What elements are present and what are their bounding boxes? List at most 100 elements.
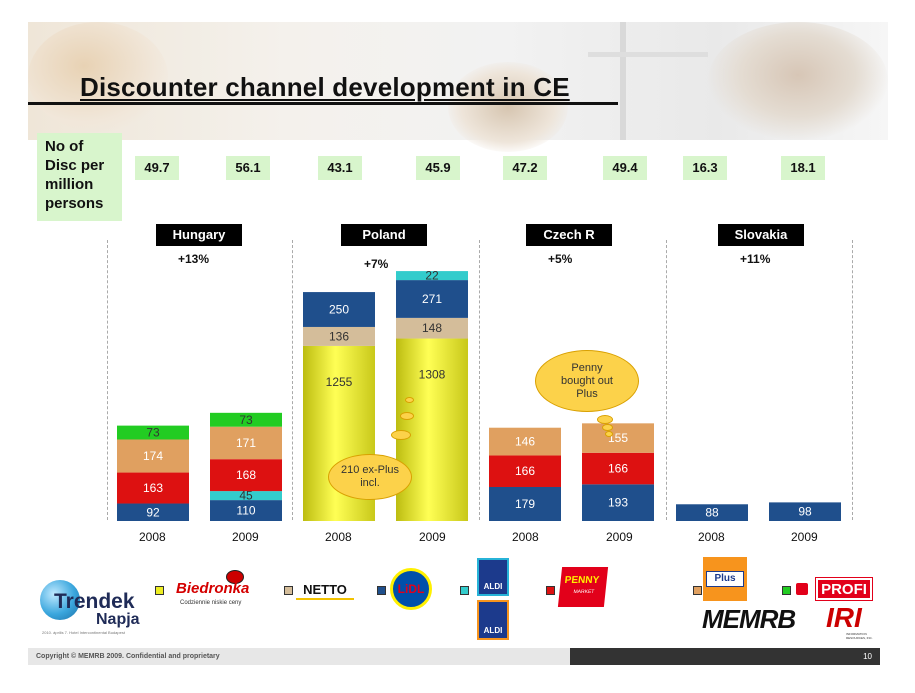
bar-label-6-0: 88 <box>705 506 719 520</box>
bar-segment-3-2 <box>396 280 468 318</box>
biedronka-logo-name: Biedronka <box>176 580 250 597</box>
header-photo-person-center <box>448 62 568 152</box>
country-label-slovakia: Slovakia <box>718 224 804 246</box>
bar-segment-3-0 <box>396 338 468 521</box>
bar-segment-5-1 <box>582 452 654 485</box>
bar-segment-3-3 <box>396 271 468 281</box>
bar-label-1-0: 110 <box>236 504 255 518</box>
year-label-slovakia-2008: 2008 <box>698 530 725 544</box>
footer-copyright: Copyright © MEMRB 2009. Confidential and… <box>28 648 570 665</box>
growth-czech: +5% <box>548 252 573 266</box>
bar-label-3-3: 22 <box>425 269 439 283</box>
growth-hungary: +13% <box>178 252 210 266</box>
annotation-cloud-poland-tail-2 <box>400 412 414 420</box>
bar-segment-3-1 <box>396 317 468 339</box>
aldi-logo-bottom: ALDI <box>477 600 509 640</box>
disc-value-slovakia-2008: 16.3 <box>683 156 727 180</box>
bar-segment-6-0 <box>676 504 748 521</box>
year-label-hungary-2008: 2008 <box>139 530 166 544</box>
plus-logo: Plus <box>703 557 747 601</box>
bar-label-3-0: 1308 <box>419 368 446 382</box>
bar-segment-4-2 <box>489 427 561 456</box>
biedronka-logo-tagline: Codziennie niskie ceny <box>180 600 242 606</box>
bar-segment-1-4 <box>210 412 282 427</box>
bar-segment-0-0 <box>117 503 189 521</box>
header-photo-background <box>28 22 888 152</box>
bar-label-0-0: 92 <box>146 505 160 519</box>
bar-label-2-0: 1255 <box>326 375 353 389</box>
disc-value-slovakia-2009: 18.1 <box>781 156 825 180</box>
divider-4 <box>852 240 853 520</box>
globe-icon <box>40 580 80 620</box>
bar-segment-1-2 <box>210 459 282 492</box>
legend-swatch-plus <box>693 586 702 595</box>
bar-label-7-0: 98 <box>798 505 812 519</box>
year-label-czech-2008: 2008 <box>512 530 539 544</box>
disc-value-poland-2009: 45.9 <box>416 156 460 180</box>
bar-segment-0-2 <box>117 439 189 473</box>
country-label-poland: Poland <box>341 224 427 246</box>
bar-label-0-2: 174 <box>143 449 163 463</box>
disc-per-million-label: No of Disc per million persons <box>37 133 122 221</box>
country-label-hungary: Hungary <box>156 224 242 246</box>
plus-logo-label: Plus <box>706 571 744 587</box>
cart-icon <box>796 583 808 595</box>
annotation-cloud-czech-tail-1 <box>597 415 613 424</box>
legend-swatch-biedronka <box>155 586 164 595</box>
penny-logo-name: PENNY <box>564 575 600 586</box>
legend-swatch-lidl <box>377 586 386 595</box>
bar-segment-1-3 <box>210 426 282 460</box>
penny-logo: PENNY MARKET <box>557 567 609 607</box>
legend-swatch-netto <box>284 586 293 595</box>
growth-slovakia: +11% <box>740 252 771 266</box>
divider-3 <box>666 240 667 520</box>
bar-segment-0-3 <box>117 425 189 440</box>
annotation-cloud-poland: 210 ex-Plus incl. <box>328 454 412 500</box>
legend-swatch-penny <box>546 586 555 595</box>
bar-segment-5-0 <box>582 484 654 521</box>
bar-label-3-2: 271 <box>422 292 442 306</box>
year-label-czech-2009: 2009 <box>606 530 633 544</box>
year-label-poland-2008: 2008 <box>325 530 352 544</box>
memrb-logo: MEMRB <box>702 604 796 634</box>
country-label-czech: Czech R <box>526 224 612 246</box>
bar-segment-1-0 <box>210 500 282 521</box>
header-photo-person-left <box>28 22 168 132</box>
bar-label-0-3: 73 <box>146 426 160 440</box>
bar-segment-4-1 <box>489 455 561 487</box>
bar-label-1-4: 73 <box>239 413 253 427</box>
bar-label-5-0: 193 <box>608 496 628 510</box>
netto-logo: NETTO <box>296 580 354 600</box>
biedronka-logo: Biedronka Codziennie niskie ceny <box>168 570 264 610</box>
bar-segment-7-0 <box>769 502 841 521</box>
header-photo-window-bar <box>588 52 708 57</box>
growth-poland: +7% <box>364 257 389 271</box>
bar-segment-1-1 <box>210 491 282 501</box>
annotation-cloud-czech-tail-3 <box>605 431 613 437</box>
disc-value-hungary-2009: 56.1 <box>226 156 270 180</box>
aldi-logo-top: ALDI <box>477 558 509 596</box>
bar-label-3-1: 148 <box>422 321 442 335</box>
header-photo-person-right <box>708 22 888 140</box>
bar-label-1-2: 168 <box>236 468 256 482</box>
year-label-slovakia-2009: 2009 <box>791 530 818 544</box>
divider-0 <box>107 240 108 520</box>
annotation-cloud-czech: Penny bought out Plus <box>535 350 639 412</box>
bar-segment-5-2 <box>582 423 654 453</box>
bar-label-0-1: 163 <box>143 481 163 495</box>
bar-label-4-2: 146 <box>515 435 535 449</box>
bar-label-2-1: 136 <box>329 329 349 343</box>
annotation-cloud-czech-tail-2 <box>602 424 613 431</box>
trendek-logo: Trendek Napja 2010. április 7. Hotel Int… <box>38 576 148 636</box>
disc-value-poland-2008: 43.1 <box>318 156 362 180</box>
footer-page-number: 10 <box>570 648 880 665</box>
disc-value-hungary-2008: 49.7 <box>135 156 179 180</box>
lidl-logo: LiDL <box>390 568 432 610</box>
iri-logo: IRI <box>826 602 862 633</box>
year-label-hungary-2009: 2009 <box>232 530 259 544</box>
ladybug-icon <box>226 570 244 584</box>
annotation-cloud-poland-tail-1 <box>391 430 411 440</box>
bar-label-5-1: 166 <box>608 462 628 476</box>
legend-swatch-profi <box>782 586 791 595</box>
